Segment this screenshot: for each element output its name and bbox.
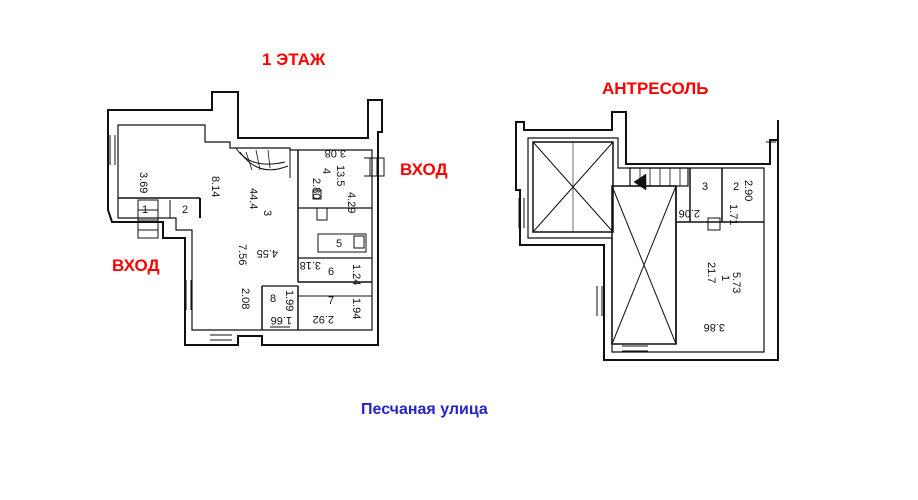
dim-1-24: 1.24 <box>350 264 362 285</box>
mezz-dim-1-71: 1.71 <box>727 204 739 225</box>
mezz-dim-5-73: 5.73 <box>730 272 742 293</box>
dim-1-99: 1.99 <box>283 290 295 311</box>
dim-1-94: 1.94 <box>350 298 362 319</box>
dim-1-66: 1.66 <box>271 314 292 326</box>
dim-3-18: 3.18 <box>300 259 321 271</box>
mezz-room-1-number: 1 <box>719 275 731 281</box>
floor1-plan <box>107 91 385 346</box>
mezz-room-2-number: 2 <box>733 181 739 193</box>
entrance-right-label: ВХОД <box>400 160 448 179</box>
street-label: Песчаная улица <box>361 401 488 418</box>
dim-3-69: 3.69 <box>137 172 149 193</box>
mezzanine-heading: АНТРЕСОЛЬ <box>602 79 709 98</box>
mezz-dim-3-86: 3.86 <box>704 321 725 333</box>
dim-2-92: 2.92 <box>313 313 334 325</box>
room-5-number: 5 <box>336 238 342 250</box>
room-3-area: 44.4 <box>247 188 259 209</box>
room-8-number: 8 <box>270 293 276 305</box>
floor1-heading: 1 ЭТАЖ <box>262 50 326 69</box>
entrance-left-label: ВХОД <box>112 256 160 275</box>
dim-8-14: 8.14 <box>209 176 221 197</box>
mezzanine-plan <box>515 111 779 361</box>
dim-4-29: 4.29 <box>345 192 357 213</box>
room-1-number: 1 <box>142 204 148 216</box>
mezz-dim-2-90: 2.90 <box>742 180 754 201</box>
mezz-dim-2-06: 2.06 <box>679 207 700 219</box>
mezz-room-3-number: 3 <box>702 181 708 193</box>
dim-2-08: 2.08 <box>239 288 251 309</box>
room-7-number: 7 <box>328 295 334 307</box>
dim-4-55: 4.55 <box>257 247 278 259</box>
room-6-number: 6 <box>328 266 334 278</box>
room-4-area: 13.5 <box>334 165 346 186</box>
room-4-number: 4 <box>320 168 332 174</box>
dim-2-80: 2.80 <box>310 178 322 199</box>
room-3-number: 3 <box>261 210 273 216</box>
dim-3-08: 3.08 <box>325 147 346 159</box>
mezzanine-annotations: 3 2 2.90 2.06 1.71 21.7 1 5.73 3.86 <box>679 180 754 333</box>
dim-7-56: 7.56 <box>236 244 248 265</box>
room-2-number: 2 <box>182 204 188 216</box>
floor1-annotations: 3.69 8.14 1 2 3 44.4 3.08 13.5 4 2.80 4.… <box>137 147 362 326</box>
mezz-room-1-area: 21.7 <box>705 262 717 283</box>
